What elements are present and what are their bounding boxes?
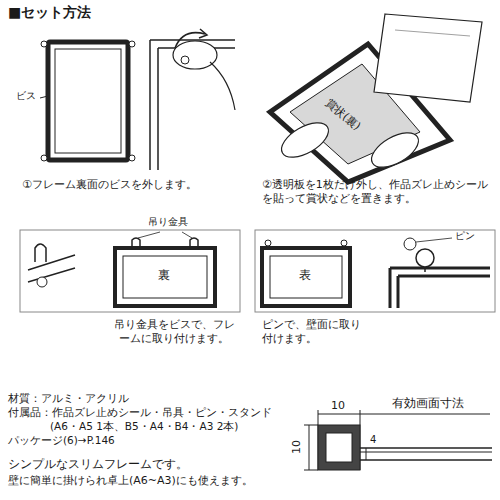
dimension: 10: [290, 440, 304, 454]
step-caption: 吊り金具をビスで、フレームに取り付けます。: [110, 318, 238, 346]
frame-section-drawing: [304, 410, 492, 470]
dimension: 10: [331, 399, 345, 413]
step-caption: ①フレーム裏面のビスを外します。: [22, 178, 242, 192]
spec-line: 付属品：作品ズレ止めシール・吊具・ピン・スタンド: [8, 406, 272, 419]
dimension: 4: [370, 434, 376, 447]
section-title: ■セット方法: [8, 4, 91, 22]
description: 壁に簡単に掛けられ卓上(A6~A3)にも使えます。: [8, 474, 294, 488]
frame-back-panel: [40, 29, 235, 170]
part-label: ピン: [455, 230, 475, 243]
part-label: 吊り金具: [148, 216, 188, 229]
step-caption: ②透明板を1枚だけ外し、作品ズレ止めシールを貼って賞状などを置きます。: [262, 178, 494, 206]
hanger-panel: [20, 230, 240, 312]
spec-line: 材質：アルミ・アクリル: [8, 392, 129, 405]
spec-line: パッケージ(6)→P.146: [8, 434, 115, 447]
wall-mount-panel: [255, 230, 495, 312]
part-label: ビス: [16, 90, 36, 103]
side-label: 裏: [158, 268, 170, 283]
description: シンプルなスリムフレームです。: [8, 457, 188, 471]
step-caption: ピンで、壁面に取り付けます。: [262, 318, 370, 346]
side-label: 表: [299, 268, 311, 283]
spec-line: (A6・A5 1本、B5・A4・B4・A3 2本): [50, 420, 238, 433]
plate-removal-panel: [270, 14, 482, 182]
dimension-note: 有効画面寸法: [392, 396, 464, 411]
